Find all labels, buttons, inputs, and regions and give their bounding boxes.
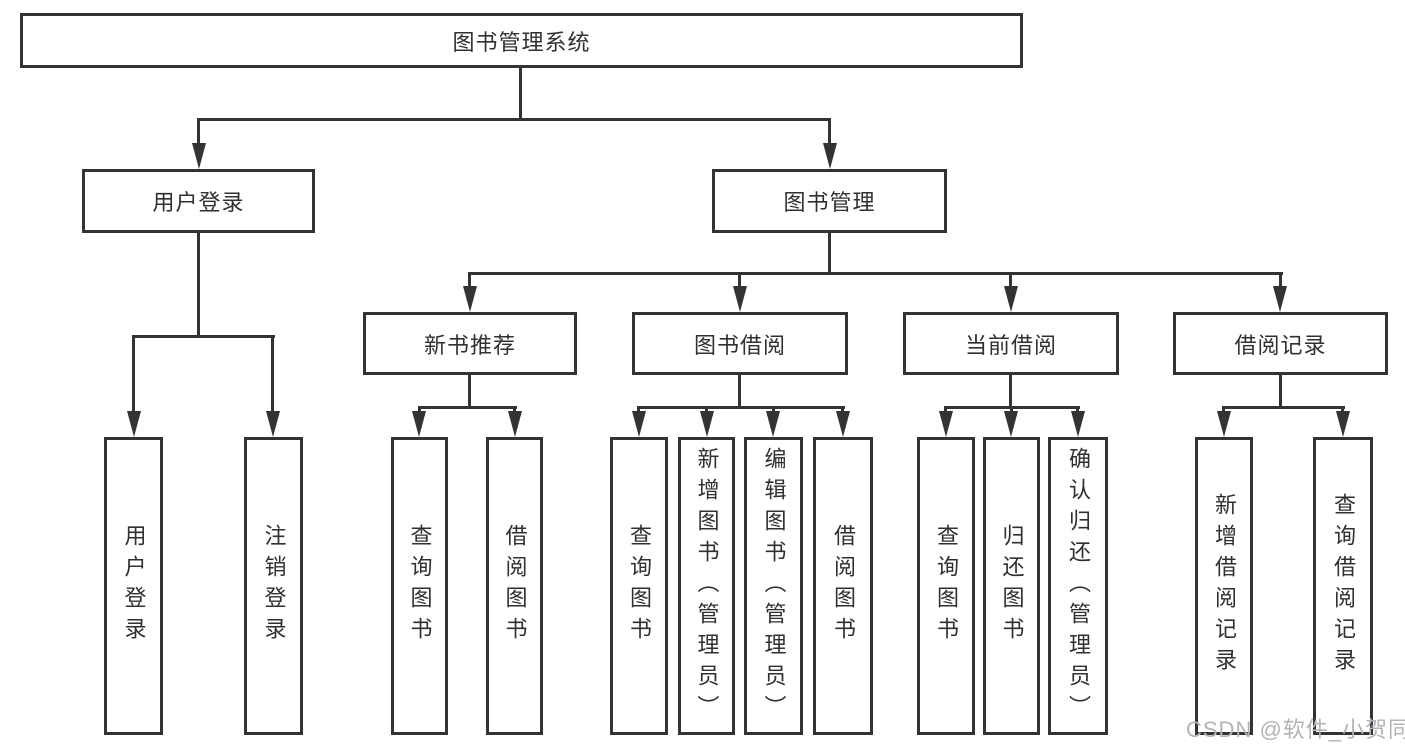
arrowhead-down-icon — [1217, 411, 1231, 437]
arrowhead-down-icon — [823, 143, 837, 169]
arrowhead-down-icon — [508, 411, 522, 437]
leaf-query-borrow-record-label: 查询借阅记录 — [1331, 493, 1356, 679]
leaf-edit-book-admin-label: 编辑图书（管理员） — [761, 446, 787, 726]
arrowhead-down-icon — [1273, 286, 1287, 312]
arrowhead-down-icon — [1336, 411, 1350, 437]
connector-line — [197, 233, 200, 338]
node-book-borrowing: 图书借阅 — [632, 312, 848, 375]
arrowhead-down-icon — [939, 411, 953, 437]
leaf-user-login: 用户登录 — [104, 437, 163, 735]
node-library-management-system: 图书管理系统 — [20, 13, 1023, 68]
arrowhead-down-icon — [766, 411, 780, 437]
connector-line — [637, 406, 845, 409]
leaf-return-book-label: 归还图书 — [999, 524, 1025, 648]
arrowhead-down-icon — [192, 143, 206, 169]
node-current-borrowing: 当前借阅 — [903, 312, 1119, 375]
connector-line — [738, 275, 741, 289]
leaf-return-book: 归还图书 — [983, 437, 1040, 735]
connector-line — [828, 118, 831, 148]
connector-line — [197, 118, 831, 121]
leaf-query-borrow-record: 查询借阅记录 — [1313, 437, 1373, 735]
arrowhead-down-icon — [127, 411, 141, 437]
connector-line — [1279, 275, 1282, 289]
connector-line — [468, 375, 471, 407]
leaf-query-books-2-label: 查询图书 — [627, 524, 652, 648]
connector-line — [1222, 406, 1345, 409]
connector-line — [418, 406, 517, 409]
connector-line — [519, 68, 522, 118]
leaf-borrow-books-2-label: 借阅图书 — [831, 524, 856, 648]
leaf-borrow-books-1-label: 借阅图书 — [502, 524, 528, 648]
leaf-add-book-admin: 新增图书（管理员） — [678, 437, 735, 735]
leaf-add-book-admin-label: 新增图书（管理员） — [694, 446, 720, 726]
connector-line — [468, 275, 471, 289]
leaf-logout: 注销登录 — [244, 437, 303, 735]
connector-line — [132, 338, 135, 416]
leaf-add-borrow-record: 新增借阅记录 — [1195, 437, 1253, 735]
arrowhead-down-icon — [632, 411, 646, 437]
leaf-user-login-label: 用户登录 — [121, 524, 147, 648]
leaf-logout-label: 注销登录 — [261, 524, 287, 648]
arrowhead-down-icon — [1071, 411, 1085, 437]
arrowhead-down-icon — [1004, 286, 1018, 312]
connector-line — [468, 272, 1283, 275]
leaf-borrow-books-2: 借阅图书 — [813, 437, 873, 735]
arrowhead-down-icon — [836, 411, 850, 437]
node-book-management: 图书管理 — [712, 169, 947, 233]
connector-line — [271, 338, 274, 416]
connector-line — [197, 118, 200, 148]
arrowhead-down-icon — [412, 411, 426, 437]
connector-line — [1009, 375, 1012, 407]
connector-line — [828, 232, 831, 275]
node-borrowing-records: 借阅记录 — [1173, 312, 1388, 375]
arrowhead-down-icon — [733, 286, 747, 312]
csdn-watermark: CSDN @软件_小贺同学 — [1186, 717, 1405, 742]
arrowhead-down-icon — [266, 411, 280, 437]
leaf-query-books-2: 查询图书 — [610, 437, 668, 735]
leaf-confirm-return-admin: 确认归还（管理员） — [1048, 437, 1108, 735]
leaf-query-books-1: 查询图书 — [391, 437, 448, 735]
arrowhead-down-icon — [463, 286, 477, 312]
leaf-query-books-3-label: 查询图书 — [934, 524, 959, 648]
leaf-query-books-1-label: 查询图书 — [407, 524, 433, 648]
leaf-confirm-return-admin-label: 确认归还（管理员） — [1066, 446, 1091, 726]
node-new-book-recommendation: 新书推荐 — [363, 312, 577, 375]
connector-line — [132, 335, 275, 338]
leaf-query-books-3: 查询图书 — [917, 437, 975, 735]
leaf-add-borrow-record-label: 新增借阅记录 — [1212, 493, 1237, 679]
connector-line — [738, 375, 741, 407]
connector-line — [1009, 275, 1012, 289]
connector-line — [1279, 375, 1282, 407]
node-user-login: 用户登录 — [82, 169, 315, 233]
arrowhead-down-icon — [700, 411, 714, 437]
leaf-edit-book-admin: 编辑图书（管理员） — [744, 437, 803, 735]
arrowhead-down-icon — [1004, 411, 1018, 437]
leaf-borrow-books-1: 借阅图书 — [486, 437, 543, 735]
